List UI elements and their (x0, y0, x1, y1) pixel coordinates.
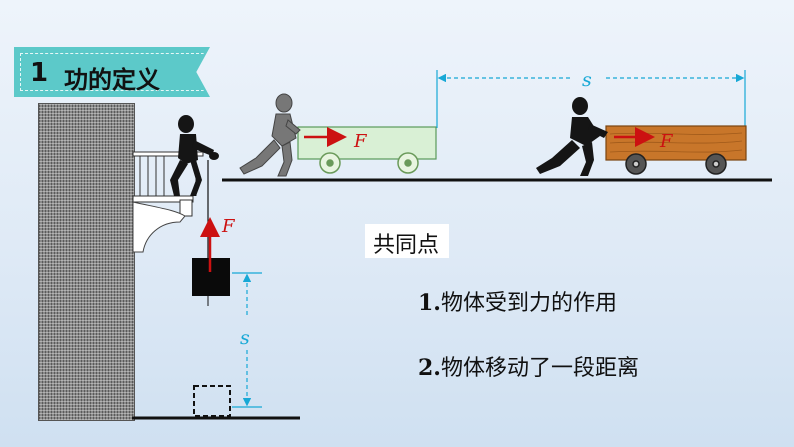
light-cart-wheels (319, 152, 419, 174)
vertical-distance-marker (232, 272, 262, 408)
point-1-number: 1. (418, 290, 441, 316)
man-pushing-wood-cart (536, 97, 608, 176)
cart1-force-label: F (353, 131, 368, 152)
point-2-text: 物体移动了一段距离 (440, 356, 639, 381)
brick-building (38, 103, 135, 421)
wood-cart-wheels (625, 153, 727, 175)
horizontal-distance-label: s (582, 69, 592, 91)
vertical-distance-label: s (240, 327, 250, 349)
man-pushing-light-cart (239, 93, 301, 177)
common-points-box (365, 224, 449, 258)
section-number: 1 (30, 58, 49, 88)
man-pulling-rope (170, 115, 219, 196)
light-cart (297, 126, 437, 160)
section-title-banner (14, 47, 210, 97)
point-1-text: 物体受到力的作用 (440, 291, 617, 316)
cart2-force-label: F (659, 131, 674, 152)
point-2-number: 2. (418, 355, 441, 381)
block-final-position (193, 385, 231, 417)
point-2: 2.物体移动了一段距离 (418, 350, 639, 382)
point-1: 1.物体受到力的作用 (418, 285, 617, 317)
section-title: 功的定义 (64, 66, 160, 94)
common-points-heading: 共同点 (373, 233, 440, 258)
horizontal-distance-marker (436, 70, 746, 128)
block-force-label: F (221, 216, 236, 237)
